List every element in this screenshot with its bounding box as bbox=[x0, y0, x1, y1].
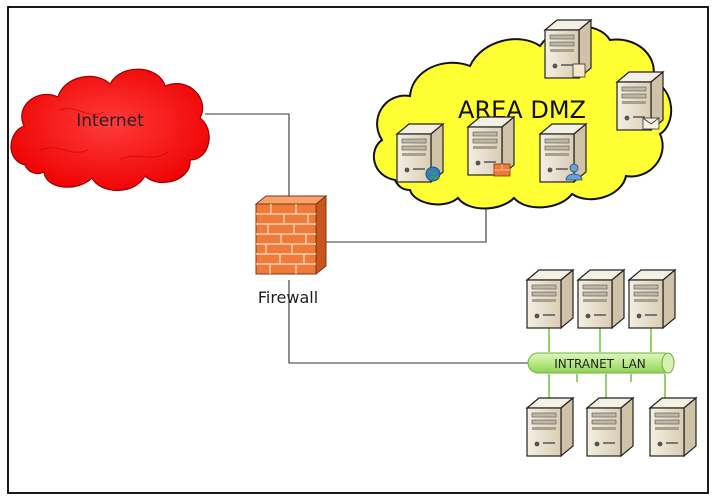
lan-label: INTRANET LAN bbox=[554, 357, 646, 371]
dmz-server-firewall bbox=[467, 116, 515, 177]
lan-server-1 bbox=[526, 269, 574, 329]
document-icon bbox=[572, 63, 586, 78]
lan-server-5 bbox=[586, 397, 634, 457]
dmz-servers bbox=[396, 19, 664, 183]
intranet-lan-bus: INTRANET LAN bbox=[527, 352, 675, 374]
user-icon bbox=[565, 163, 583, 181]
brick-wall-icon bbox=[493, 163, 511, 177]
dmz-server-top bbox=[544, 19, 592, 79]
dmz-server-user bbox=[539, 123, 587, 183]
lan-server-6 bbox=[649, 397, 697, 457]
lan-server-3 bbox=[628, 269, 676, 329]
internet-cloud: Internet bbox=[10, 68, 210, 191]
firewall-icon bbox=[255, 195, 327, 275]
internet-label: Internet bbox=[76, 111, 144, 131]
lan-server-2 bbox=[577, 269, 625, 329]
lan-server-4 bbox=[526, 397, 574, 457]
mail-icon bbox=[642, 117, 660, 130]
dmz-server-web bbox=[396, 123, 444, 183]
firewall: Firewall bbox=[255, 195, 327, 307]
firewall-label: Firewall bbox=[258, 288, 318, 307]
dmz-server-mail bbox=[616, 71, 664, 131]
internet-firewall-link bbox=[205, 113, 290, 200]
firewall-lan-link bbox=[288, 280, 530, 364]
lan-drop-lines bbox=[548, 323, 666, 402]
